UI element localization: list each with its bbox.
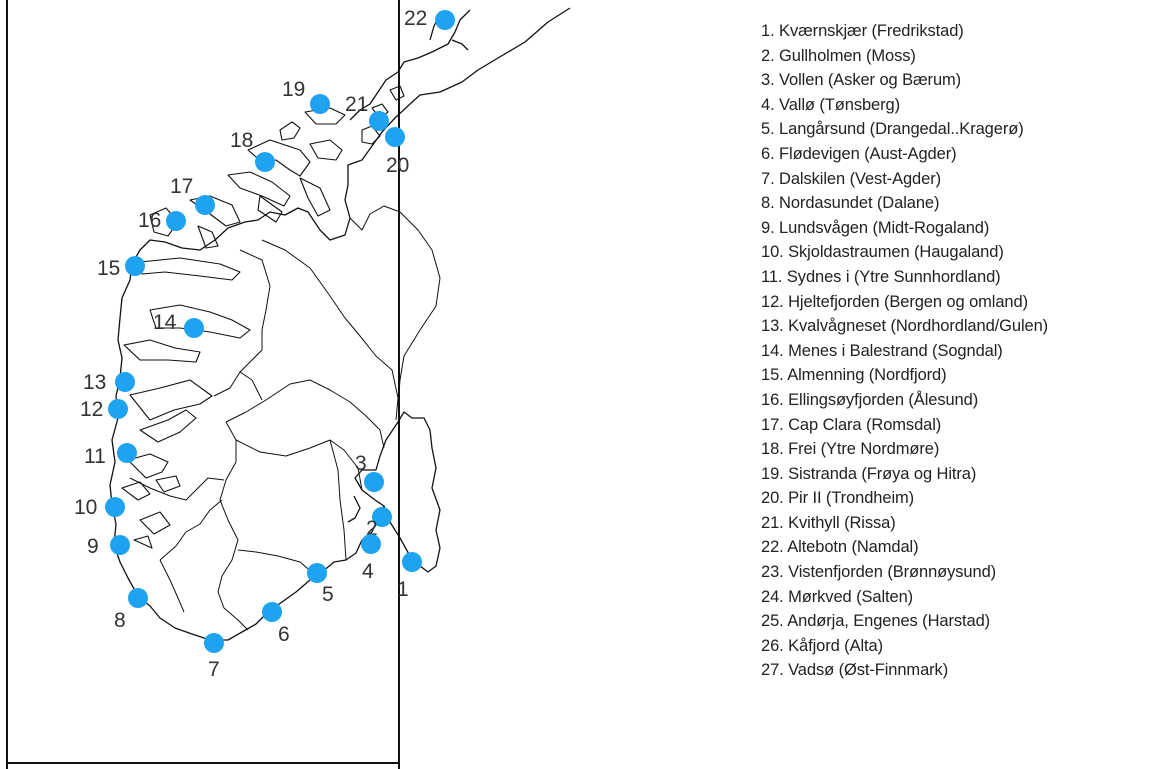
legend-item: 5. Langårsund (Drangedal..Kragerø) [761,120,1024,139]
legend-item: 1. Kværnskjær (Fredrikstad) [761,22,964,40]
station-marker-2 [372,507,392,527]
station-number-label: 21 [345,93,368,116]
station-marker-12 [108,399,128,419]
county-borders [129,205,441,631]
legend-item: 2. Gullholmen (Moss) [761,46,916,65]
station-marker-15 [125,256,145,276]
station-marker-8 [128,588,148,608]
frame-right-border [398,0,400,769]
legend-item: 22. Altebotn (Namdal) [761,538,919,557]
legend-item: 16. Ellingsøyfjorden (Ålesund) [761,390,979,409]
station-number-label: 4 [362,560,374,583]
station-number-label: 3 [355,452,367,475]
station-marker-19 [310,94,330,114]
legend-item: 25. Andørja, Engenes (Harstad) [761,612,991,631]
station-marker-20 [385,127,405,147]
frame-bottom-border [6,762,400,764]
station-marker-6 [262,602,282,622]
legend-item: 9. Lundsvågen (Midt-Rogaland) [761,218,990,237]
station-marker-5 [307,563,327,583]
station-marker-3 [364,472,384,492]
station-number-label: 13 [83,371,106,394]
station-marker-16 [166,211,186,231]
station-number-label: 8 [114,609,126,632]
station-number-label: 22 [404,7,427,30]
legend-item: 21. Kvithyll (Rissa) [761,513,896,532]
station-number-label: 9 [87,535,99,558]
legend-item: 10. Skjoldastraumen (Haugaland) [761,243,1004,262]
station-marker-22 [435,10,455,30]
legend-item: 11. Sydnes i (Ytre Sunnhordland) [761,267,1001,286]
station-marker-1 [402,552,422,572]
legend-item: 20. Pir II (Trondheim) [761,489,915,508]
station-marker-14 [184,318,204,338]
station-number-label: 20 [386,154,409,177]
station-number-label: 15 [97,257,120,280]
legend-item: 24. Mørkved (Salten) [761,587,914,606]
station-marker-13 [115,372,135,392]
legend-item: 19. Sistranda (Frøya og Hitra) [761,464,977,483]
station-legend: 1. Kværnskjær (Fredrikstad) 2. Gullholmen… [761,19,1048,683]
station-number-label: 12 [80,398,103,421]
legend-item: 18. Frei (Ytre Nordmøre) [761,440,940,459]
station-number-label: 11 [84,445,106,468]
station-marker-7 [204,633,224,653]
legend-item: 15. Almenning (Nordfjord) [761,366,947,385]
station-marker-4 [361,534,381,554]
station-number-label: 5 [322,583,334,606]
station-number-label: 6 [278,623,290,646]
station-number-label: 10 [74,496,97,519]
legend-item: 12. Hjeltefjorden (Bergen og omland) [761,292,1028,311]
legend-item: 23. Vistenfjorden (Brønnøysund) [761,563,997,582]
legend-item: 8. Nordasundet (Dalane) [761,194,940,213]
station-number-label: 7 [208,658,220,681]
legend-item: 4. Vallø (Tønsberg) [761,95,900,114]
station-number-label: 2 [366,517,378,540]
station-number-label: 17 [170,175,193,198]
station-marker-9 [110,535,130,555]
legend-item: 3. Vollen (Asker og Bærum) [761,71,962,90]
station-marker-17 [195,195,215,215]
station-marker-18 [255,152,275,172]
station-marker-10 [105,497,125,517]
station-marker-11 [117,443,137,463]
legend-item: 26. Kåfjord (Alta) [761,636,884,655]
legend-item: 13. Kvalvågneset (Nordhordland/Gulen) [761,317,1049,336]
station-marker-21 [369,111,389,131]
station-number-label: 1 [397,578,409,601]
legend-item: 6. Flødevigen (Aust-Agder) [761,144,957,163]
station-number-label: 19 [282,78,305,101]
legend-item: 27. Vadsø (Øst-Finnmark) [761,661,949,680]
station-number-label: 14 [153,311,177,334]
station-number-label: 18 [230,129,253,152]
frame-left-border [6,0,8,769]
coastline [109,7,571,641]
station-number-label: 16 [138,209,161,232]
legend-item: 7. Dalskilen (Vest-Agder) [761,169,941,188]
legend-item: 17. Cap Clara (Romsdal) [761,415,942,434]
legend-item: 14. Menes i Balestrand (Sogndal) [761,341,1003,360]
